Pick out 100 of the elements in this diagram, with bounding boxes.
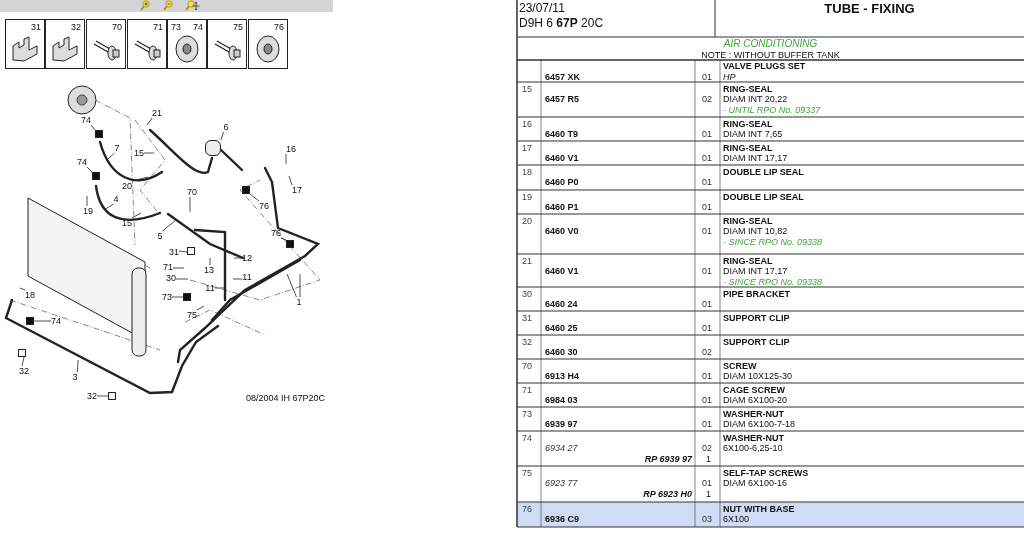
part-name: PIPE BRACKET xyxy=(723,289,790,299)
part-name: WASHER-NUT xyxy=(723,433,784,443)
quantity: 02 xyxy=(702,443,712,453)
quantity: 01 xyxy=(702,226,712,236)
callout-number: 5 xyxy=(157,231,163,241)
item-number: 31 xyxy=(522,313,532,323)
part-reference: 6457 XK xyxy=(545,72,581,82)
leader-line xyxy=(90,124,96,131)
callout-number: 11 xyxy=(242,272,252,282)
part-reference: 6460 P0 xyxy=(545,177,579,187)
supersession-note: - UNTIL RPO No. 09337 xyxy=(723,105,821,115)
replacement-reference: RP 6939 97 xyxy=(644,454,692,464)
part-reference: 6934 27 xyxy=(545,443,578,453)
item-number: 76 xyxy=(522,504,532,514)
quantity: 01 xyxy=(702,478,712,488)
supersession-note: - SINCE RPO No. 09338 xyxy=(723,237,823,247)
callout-number: 17 xyxy=(292,185,302,195)
quantity: 02 xyxy=(702,347,712,357)
nut-marker xyxy=(92,172,100,180)
part-reference: 6923 77 xyxy=(545,478,578,488)
callout-number: 3 xyxy=(72,372,78,382)
leader-line xyxy=(106,152,115,161)
callout-number: 20 xyxy=(122,181,132,191)
item-number: 18 xyxy=(522,167,532,177)
part-name: RING-SEAL xyxy=(723,256,773,266)
part-description: DIAM INT 7,65 xyxy=(723,129,783,139)
leader-line xyxy=(285,153,287,165)
leader-line xyxy=(196,305,205,311)
note-text: NOTE : WITHOUT BUFFER TANK xyxy=(700,50,841,60)
part-card xyxy=(5,19,45,69)
leader-line xyxy=(146,117,153,126)
quantity: 01 xyxy=(702,419,712,429)
callout-number: 73 xyxy=(171,22,181,32)
callout-number: 21 xyxy=(152,108,162,118)
part-card xyxy=(86,19,126,69)
part-description: DIAM INT 17,17 xyxy=(723,266,788,276)
supersession-note: - SINCE RPO No. 09338 xyxy=(723,277,823,287)
item-number: 75 xyxy=(522,468,532,478)
leader-line xyxy=(232,278,243,280)
part-description: DIAM INT 10,82 xyxy=(723,226,788,236)
part-name: SELF-TAP SCREWS xyxy=(723,468,809,478)
item-number: 73 xyxy=(522,409,532,419)
callout-number: 15 xyxy=(122,218,132,228)
leader-line xyxy=(209,257,211,266)
callout-number: 13 xyxy=(204,265,214,275)
callout-number: 75 xyxy=(233,22,243,32)
part-description: DIAM 6X100-7-18 xyxy=(723,419,796,429)
callout-number: 12 xyxy=(242,253,252,263)
callout-number: 11 xyxy=(205,283,215,293)
leader-line xyxy=(86,195,88,207)
part-reference: 6984 03 xyxy=(545,395,578,405)
part-description: DIAM 10X125-30 xyxy=(723,371,793,381)
quantity: 01 xyxy=(702,153,712,163)
item-number: 21 xyxy=(522,256,532,266)
part-description: 6X100-6,25-10 xyxy=(723,443,783,453)
part-name: RING-SEAL xyxy=(723,216,773,226)
part-reference: 6939 97 xyxy=(545,419,578,429)
callout-number: 71 xyxy=(153,22,163,32)
callout-number: 19 xyxy=(83,206,93,216)
item-number: 20 xyxy=(522,216,532,226)
leader-line xyxy=(288,175,293,186)
part-reference: 6460 30 xyxy=(545,347,578,357)
item-number: 70 xyxy=(522,361,532,371)
leader-line xyxy=(131,212,142,219)
clip-marker xyxy=(108,392,116,400)
section-heading: AIR CONDITIONING xyxy=(722,38,819,49)
part-card xyxy=(207,19,247,69)
item-number: 17 xyxy=(522,143,532,153)
receiver-drier xyxy=(205,140,221,156)
callout-number: 73 xyxy=(162,292,172,302)
nut-marker xyxy=(183,293,191,301)
callout-number: 6 xyxy=(223,122,229,132)
nut-marker xyxy=(26,317,34,325)
callout-number: 75 xyxy=(187,310,197,320)
part-description: DIAM INT 20,22 xyxy=(723,94,788,104)
leader-line xyxy=(162,219,177,232)
part-reference: 6936 C9 xyxy=(545,514,580,524)
part-reference: 6460 P1 xyxy=(545,202,579,212)
quantity: 02 xyxy=(702,94,712,104)
quantity: 1 xyxy=(706,489,711,499)
item-number: 16 xyxy=(522,119,532,129)
drawing-reference: 08/2004 IH 67P20C xyxy=(246,393,326,403)
part-name: CAGE SCREW xyxy=(723,385,785,395)
part-name: RING-SEAL xyxy=(723,84,773,94)
part-reference: 6460 V1 xyxy=(545,153,579,163)
part-reference: 6460 V1 xyxy=(545,266,579,276)
part-reference: 6460 V0 xyxy=(545,226,579,236)
item-number: 71 xyxy=(522,385,532,395)
leader-line xyxy=(233,257,243,259)
part-name: NUT WITH BASE xyxy=(723,504,795,514)
catalog-code: D9H 6 67P 20C xyxy=(519,16,604,30)
leader-line xyxy=(77,359,79,373)
leader-line xyxy=(86,166,93,173)
replacement-reference: RP 6923 H0 xyxy=(643,489,692,499)
date-text: 23/07/11 xyxy=(519,1,565,15)
leader-line xyxy=(249,193,260,202)
quantity: 01 xyxy=(702,371,712,381)
clip-marker xyxy=(18,349,26,357)
part-card xyxy=(248,19,288,69)
part-name: SUPPORT CLIP xyxy=(723,337,790,347)
